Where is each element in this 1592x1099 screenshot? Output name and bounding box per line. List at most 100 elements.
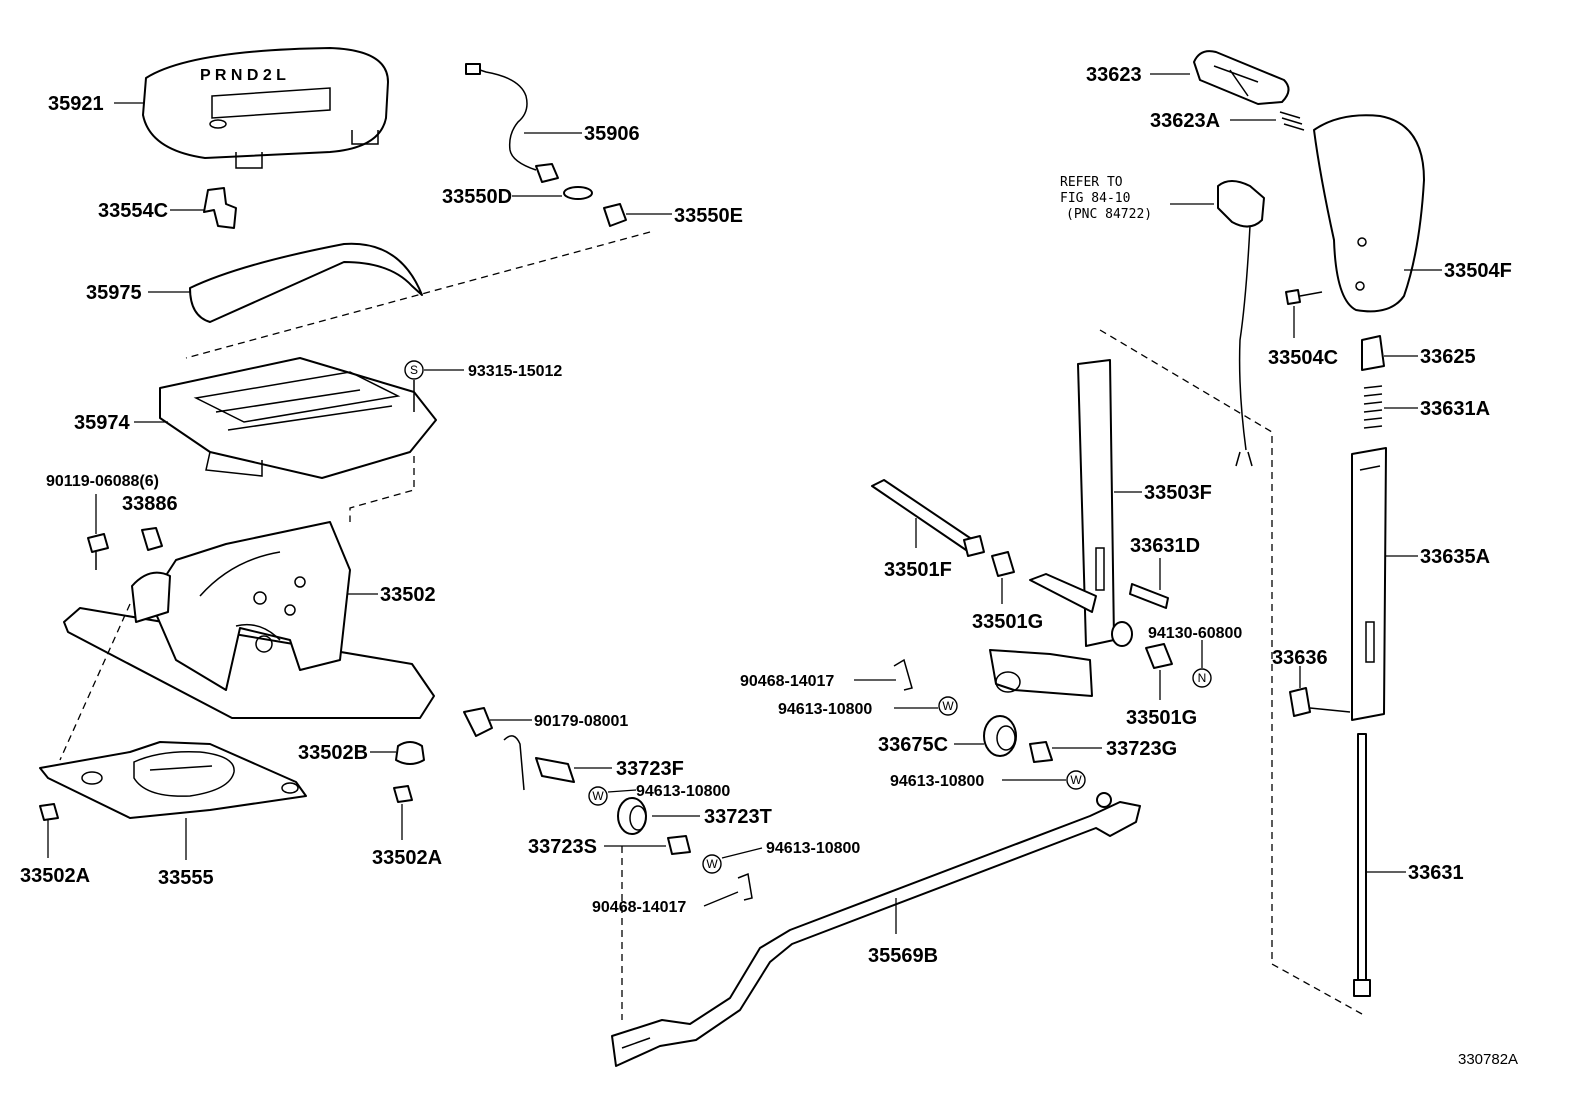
svg-text:W: W — [706, 857, 718, 871]
svg-text:REFER TO: REFER TO — [1060, 175, 1123, 190]
svg-text:N: N — [1198, 671, 1207, 685]
callout-33504F: 33504F — [1444, 260, 1512, 282]
callout-35974: 35974 — [74, 412, 130, 434]
callout-33502A-left: 33502A — [20, 865, 90, 887]
callout-33631: 33631 — [1408, 862, 1464, 884]
part-33636 — [1289, 687, 1311, 717]
shift-gate-marks: P R N D 2 L — [200, 67, 286, 84]
part-90179-nut — [463, 707, 493, 737]
callout-94613-10800-d: 94613-10800 — [890, 773, 984, 790]
part-33501G-b — [1145, 643, 1173, 669]
part-35974-housing — [159, 357, 437, 479]
svg-text:FIG 84-10: FIG 84-10 — [1060, 191, 1130, 206]
part-33504F-knob — [1313, 114, 1425, 313]
callout-33635A: 33635A — [1420, 546, 1490, 568]
callout-90468-14017-b: 90468-14017 — [592, 899, 686, 916]
symbol-n-94130: N — [1192, 668, 1212, 688]
symbol-w-94613-d: W — [1066, 770, 1086, 790]
callout-33625: 33625 — [1420, 346, 1476, 368]
symbol-w-94613-a: W — [588, 786, 608, 806]
part-33501F-shaft — [871, 479, 985, 557]
part-33631D-pin — [1129, 583, 1169, 609]
part-33502A-left — [39, 803, 59, 821]
svg-text:W: W — [1070, 773, 1082, 787]
callout-33501G-a: 33501G — [972, 611, 1043, 633]
part-33555-bezel — [39, 741, 307, 819]
callout-33723S: 33723S — [528, 836, 597, 858]
callout-33623: 33623 — [1086, 64, 1142, 86]
callout-90468-14017-a: 90468-14017 — [740, 673, 834, 690]
svg-text:W: W — [942, 699, 954, 713]
callout-33631A: 33631A — [1420, 398, 1490, 420]
part-33502A-right — [393, 785, 413, 803]
refer-note: REFER TO FIG 84-10 (PNC 84722) — [1060, 175, 1152, 222]
callout-33555: 33555 — [158, 867, 214, 889]
part-33554C-clip — [203, 187, 237, 229]
part-33635A-lever-tube — [1351, 447, 1387, 721]
part-link-stub — [503, 735, 525, 791]
svg-text:S: S — [410, 363, 418, 377]
symbol-s-93315: S — [404, 360, 424, 380]
part-33502-base-assembly — [63, 521, 435, 719]
callout-33723G: 33723G — [1106, 738, 1177, 760]
part-33723T-bushing — [617, 797, 647, 835]
part-33501G-a — [991, 551, 1015, 577]
callout-33502: 33502 — [380, 584, 436, 606]
part-33623-switch — [1193, 50, 1290, 105]
callout-33723F: 33723F — [616, 758, 684, 780]
callout-94130-60800: 94130-60800 — [1148, 625, 1242, 642]
part-33886 — [141, 527, 163, 551]
callout-33503F: 33503F — [1144, 482, 1212, 504]
part-33631-rod — [1353, 733, 1371, 997]
callout-33550D: 33550D — [442, 186, 512, 208]
callout-33631D: 33631D — [1130, 535, 1200, 557]
callout-35921: 35921 — [48, 93, 104, 115]
part-35906-bulb-cord — [465, 63, 559, 183]
callout-33501G-b: 33501G — [1126, 707, 1197, 729]
callout-33636: 33636 — [1272, 647, 1328, 669]
part-33625 — [1361, 335, 1385, 371]
part-33502B-grommet — [395, 741, 425, 765]
callout-33623A: 33623A — [1150, 110, 1220, 132]
callout-90119-06088: 90119-06088(6) — [46, 473, 159, 490]
callout-94613-10800-a: 94613-10800 — [636, 783, 730, 800]
figure-id: 330782A — [1458, 1051, 1518, 1068]
part-33631A-spring — [1363, 385, 1383, 429]
part-90468-clip-a — [893, 658, 913, 691]
part-33723S-sleeve — [667, 835, 691, 855]
callout-33501F: 33501F — [884, 559, 952, 581]
part-35921-indicator-cover: P R N D 2 L — [142, 47, 389, 169]
callout-33504C: 33504C — [1268, 347, 1338, 369]
callout-35975: 35975 — [86, 282, 142, 304]
symbol-w-94613-b: W — [702, 854, 722, 874]
svg-text:W: W — [592, 789, 604, 803]
callout-33723T: 33723T — [704, 806, 772, 828]
callout-35569B: 35569B — [868, 945, 938, 967]
part-33504C-screw — [1285, 289, 1323, 305]
part-84722-connector — [1217, 180, 1265, 467]
part-33723F-pin — [535, 757, 575, 783]
callout-90179-08001: 90179-08001 — [534, 713, 628, 730]
callout-33675C: 33675C — [878, 734, 948, 756]
part-33675C-bushing — [983, 715, 1017, 757]
callout-94613-10800-c: 94613-10800 — [778, 701, 872, 718]
part-35569B-control-rod — [611, 792, 1141, 1067]
callout-35906: 35906 — [584, 123, 640, 145]
callout-33502A-right: 33502A — [372, 847, 442, 869]
symbol-w-94613-c: W — [938, 696, 958, 716]
callout-94613-10800-b: 94613-10800 — [766, 840, 860, 857]
part-90119-bolt — [87, 533, 109, 570]
part-33550E-socket — [603, 203, 627, 227]
callout-33554C: 33554C — [98, 200, 168, 222]
part-90468-clip-b — [737, 872, 753, 901]
callout-33502B: 33502B — [298, 742, 368, 764]
part-33723G-sleeve — [1029, 741, 1053, 763]
callout-33886: 33886 — [122, 493, 178, 515]
callout-33550E: 33550E — [674, 205, 743, 227]
part-33503F-lever — [989, 359, 1133, 697]
part-33623A-spring — [1279, 111, 1305, 131]
svg-text:(PNC 84722): (PNC 84722) — [1066, 207, 1152, 222]
callout-93315-15012: 93315-15012 — [468, 363, 562, 380]
part-35975-plate — [189, 242, 423, 323]
